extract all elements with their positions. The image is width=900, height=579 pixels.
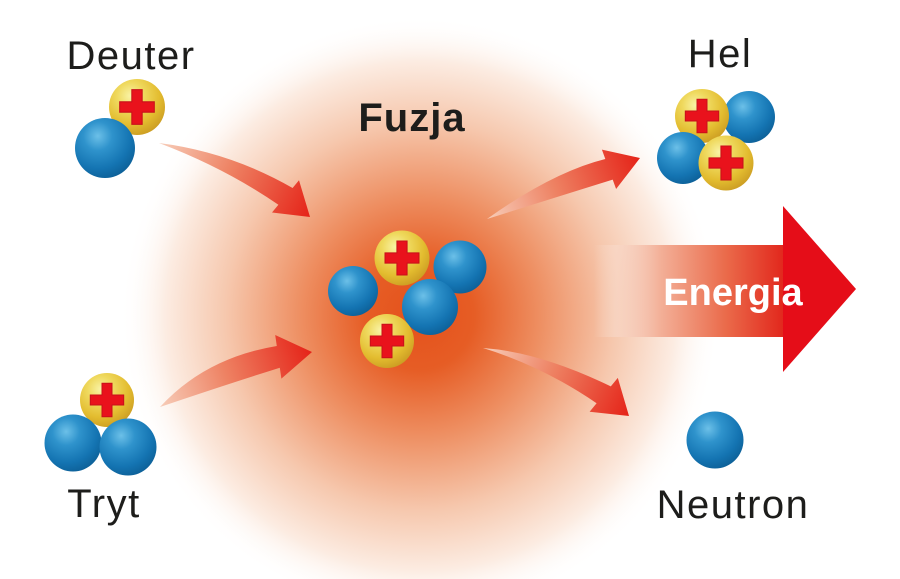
arrow-tritium-to-core-icon bbox=[160, 335, 312, 407]
neutron-icon bbox=[328, 266, 378, 316]
neutron-icon bbox=[44, 414, 102, 472]
neutron-icon bbox=[75, 118, 135, 178]
neutron-icon bbox=[433, 240, 487, 294]
neutron-icon bbox=[657, 132, 709, 184]
proton-icon bbox=[374, 230, 430, 286]
energy-arrow-head-icon bbox=[783, 206, 856, 372]
energy-arrow-body bbox=[594, 245, 784, 337]
helium-atom bbox=[657, 89, 775, 191]
tritium-atom bbox=[44, 373, 157, 476]
plus-icon bbox=[684, 98, 720, 134]
process-label: Fuzja bbox=[358, 96, 465, 140]
neutron-icon bbox=[402, 279, 458, 335]
free-neutron bbox=[686, 411, 744, 469]
neutron-icon bbox=[99, 418, 157, 476]
helium-label: Hel bbox=[688, 32, 753, 76]
neutron-icon bbox=[723, 91, 775, 143]
proton-icon bbox=[360, 314, 414, 368]
arrow-core-to-helium-icon bbox=[487, 149, 640, 219]
deuterium-label: Deuter bbox=[66, 34, 195, 78]
deuterium-atom bbox=[75, 79, 165, 178]
energy-label: Energia bbox=[663, 272, 803, 314]
plus-icon bbox=[119, 89, 155, 125]
proton-icon bbox=[109, 79, 165, 135]
plus-icon bbox=[708, 145, 744, 181]
arrow-core-to-neutron-icon bbox=[483, 348, 629, 416]
proton-icon bbox=[698, 135, 754, 191]
neutron-label: Neutron bbox=[657, 483, 810, 527]
arrow-deuterium-to-core-icon bbox=[159, 143, 310, 217]
plus-icon bbox=[369, 323, 405, 359]
plus-icon bbox=[89, 382, 125, 418]
proton-icon bbox=[675, 89, 729, 143]
plus-icon bbox=[384, 240, 420, 276]
proton-icon bbox=[80, 373, 134, 427]
neutron-icon bbox=[686, 411, 744, 469]
fusion-core bbox=[328, 230, 487, 368]
energy-arrow: Energia bbox=[594, 206, 856, 372]
tritium-label: Tryt bbox=[67, 482, 140, 526]
